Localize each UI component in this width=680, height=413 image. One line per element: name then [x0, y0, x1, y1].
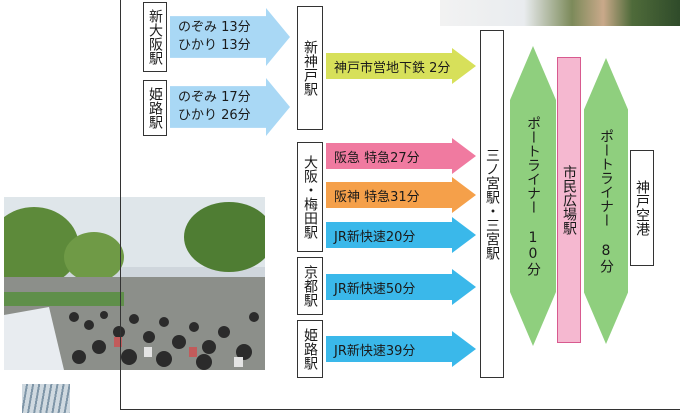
arrow-jr-osaka: JR新快速20分: [326, 217, 476, 253]
subway-label: 神戸市営地下鉄 2分: [334, 60, 451, 76]
route-diagram-frame: [120, 0, 680, 410]
arrow-jr-himeji: JR新快速39分: [326, 331, 476, 367]
jr-himeji-label: JR新快速39分: [334, 343, 416, 359]
station-himeji-bottom: 姫路駅: [297, 320, 323, 378]
arrow-portliner-10: ポートライナー 10分: [510, 46, 556, 346]
arrow-himeji-shinkansen: のぞみ 17分 ひかり 26分: [170, 78, 290, 136]
destination-kobe-airport: 神戸空港: [630, 150, 654, 266]
portliner-8-label: ポートライナー 8分: [598, 129, 614, 273]
hanshin-label: 阪神 特急31分: [334, 189, 420, 205]
hankyu-label: 阪急 特急27分: [334, 150, 420, 166]
station-shin-kobe: 新神戸駅: [297, 6, 323, 130]
himeji-shinkansen-label: のぞみ 17分 ひかり 26分: [178, 90, 251, 123]
station-kyoto: 京都駅: [297, 257, 323, 315]
station-osaka-umeda: 大阪・梅田駅: [297, 142, 323, 252]
arrow-portliner-8: ポートライナー 8分: [584, 58, 628, 344]
crowd-photo-left: [4, 197, 265, 370]
arrow-shin-osaka-shinkansen: のぞみ 13分 ひかり 13分: [170, 8, 290, 66]
crowd-photo-top-right: [440, 0, 680, 26]
arrow-hankyu: 阪急 特急27分: [326, 138, 476, 174]
station-shin-osaka: 新大阪駅: [143, 2, 167, 72]
arrow-jr-kyoto: JR新快速50分: [326, 269, 476, 305]
station-sannomiya: 三ノ宮駅・三宮駅: [480, 30, 504, 378]
arrow-subway: 神戸市営地下鉄 2分: [326, 48, 476, 84]
building-photo-bottom-left: [22, 384, 70, 413]
portliner-10-label: ポートライナー 10分: [525, 116, 541, 276]
shin-osaka-shinkansen-label: のぞみ 13分 ひかり 13分: [178, 20, 251, 53]
jr-osaka-label: JR新快速20分: [334, 229, 416, 245]
jr-kyoto-label: JR新快速50分: [334, 281, 416, 297]
station-shimin-hiroba: 市民広場駅: [557, 57, 581, 343]
station-himeji-top: 姫路駅: [143, 80, 167, 136]
arrow-hanshin: 阪神 特急31分: [326, 177, 476, 213]
crowd-photo-image: [4, 197, 265, 370]
